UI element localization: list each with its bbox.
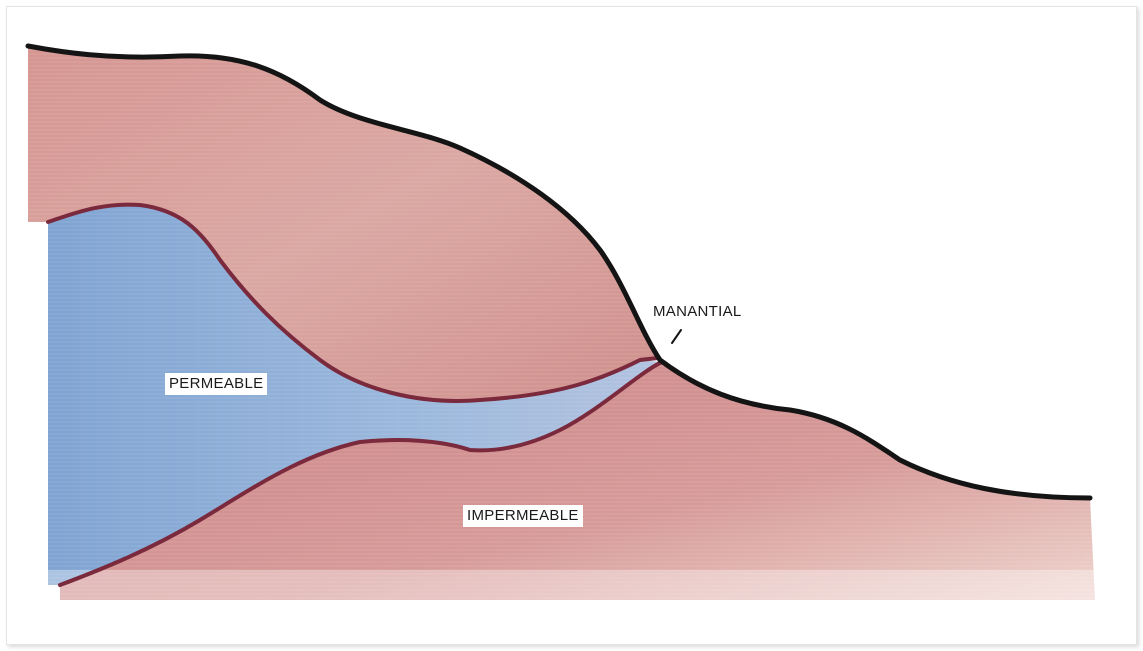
permeable-label: PERMEABLE bbox=[165, 373, 267, 395]
spring-pointer-line bbox=[672, 330, 681, 343]
spring-label: MANANTIAL bbox=[653, 303, 742, 321]
impermeable-label: IMPERMEABLE bbox=[463, 505, 583, 527]
